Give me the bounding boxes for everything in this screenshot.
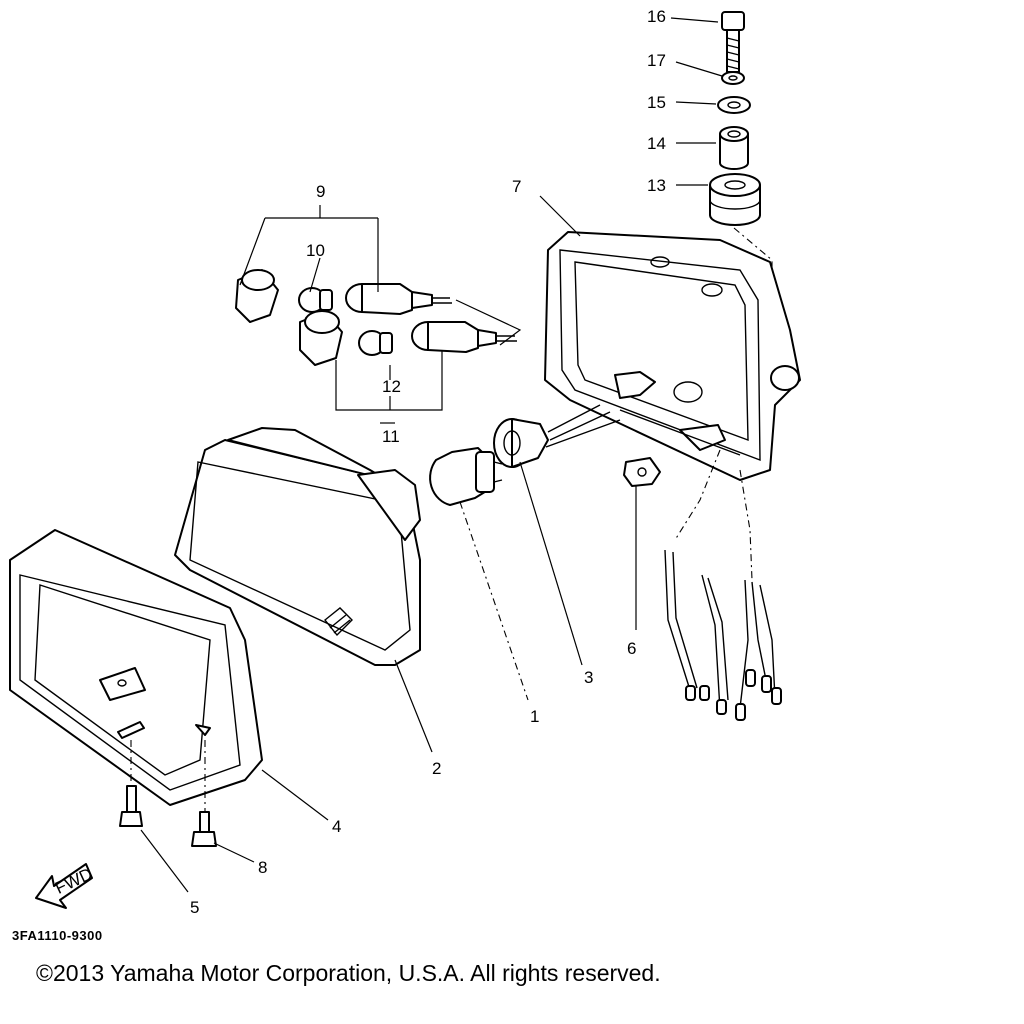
callout-13: 13 <box>647 176 666 195</box>
callout-3: 3 <box>584 668 593 687</box>
part-13-grommet <box>709 173 761 226</box>
part-6-nut <box>623 457 661 487</box>
exploded-parts-diagram: FWD 9 10 12 11 7 16 17 15 14 13 6 3 1 2 … <box>9 7 801 917</box>
callout-15: 15 <box>647 93 666 112</box>
callout-2: 2 <box>432 759 441 778</box>
part-9-position-lamp-cover <box>235 269 343 366</box>
callout-10: 10 <box>306 241 325 260</box>
part-16-bolt <box>721 11 745 73</box>
callout-14: 14 <box>647 134 666 153</box>
callout-5: 5 <box>190 898 199 917</box>
fwd-arrow-icon: FWD <box>35 863 95 909</box>
part-8-screw <box>191 811 217 847</box>
drawing-code: 3FA1110-9300 <box>12 928 103 943</box>
part-2-headlight-unit <box>174 427 421 666</box>
part-3-bulb-socket <box>493 404 621 468</box>
wiring-harness <box>664 449 782 721</box>
callout-17: 17 <box>647 51 666 70</box>
callout-8: 8 <box>258 858 267 877</box>
part-5-screw <box>119 785 143 827</box>
callout-leaders <box>140 17 723 893</box>
callout-4: 4 <box>332 817 341 836</box>
copyright-notice: ©2013 Yamaha Motor Corporation, U.S.A. A… <box>36 960 661 986</box>
callout-11: 11 <box>382 427 400 446</box>
callout-6: 6 <box>627 639 636 658</box>
part-14-collar <box>719 126 749 170</box>
callout-12: 12 <box>382 377 401 396</box>
part-15-washer <box>717 96 751 114</box>
part-10-position-bulb <box>298 287 393 356</box>
part-1-headlight-bulb <box>429 447 503 506</box>
callout-9: 9 <box>316 182 325 201</box>
callout-7: 7 <box>512 177 521 196</box>
part-7-headlight-housing <box>544 231 801 481</box>
callout-1: 1 <box>530 707 539 726</box>
callout-16: 16 <box>647 7 666 26</box>
part-17-lock-washer <box>721 71 745 85</box>
fwd-label: FWD <box>52 864 95 898</box>
